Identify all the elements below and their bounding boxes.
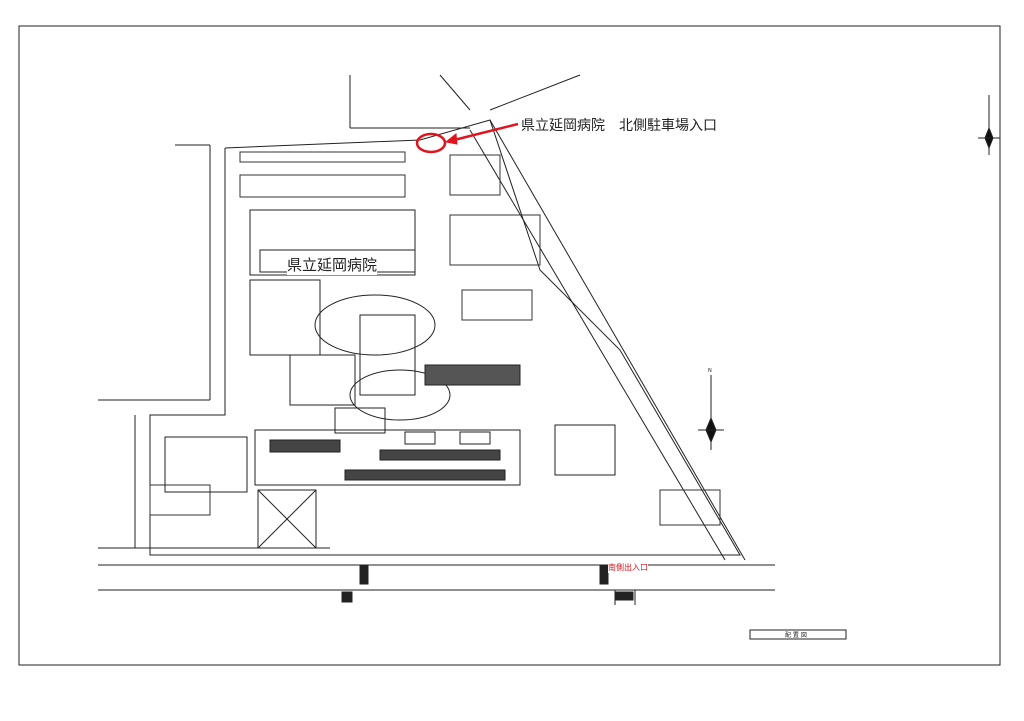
hospital-name-label: 県立延岡病院 xyxy=(287,254,378,275)
north-arrow-icon xyxy=(978,95,1000,155)
crosswalks xyxy=(341,565,634,603)
annotation-arrow xyxy=(449,122,519,143)
sheet-border xyxy=(18,25,1001,666)
title-block-label: 配 置 図 xyxy=(785,632,807,639)
roads xyxy=(98,74,775,605)
hospital-buildings xyxy=(164,209,616,549)
south-entrance-label: 南側出入口 xyxy=(608,562,648,573)
north-entrance-marker xyxy=(415,132,447,154)
north-arrow-icon xyxy=(698,375,724,450)
site-boundary xyxy=(149,119,741,556)
north-label: N xyxy=(708,368,712,374)
title-block xyxy=(749,629,847,640)
parking-areas xyxy=(149,151,721,526)
north-parking-entrance-label: 県立延岡病院 北側駐車場入口 xyxy=(521,118,717,134)
